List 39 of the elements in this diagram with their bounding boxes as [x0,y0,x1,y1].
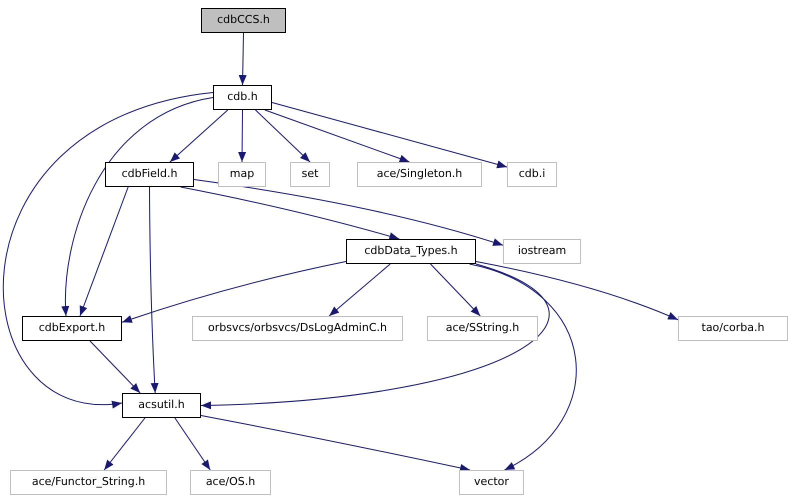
arrow [272,102,508,168]
arrow [430,264,481,316]
arrow [174,418,211,470]
arrow [328,264,391,316]
arrow [62,97,214,316]
arrow [254,110,310,162]
arrow [194,179,504,246]
file-box: cdbExport.h [22,316,122,341]
file-box: ace/SString.h [427,316,538,341]
file-box: ace/Functor_String.h [10,470,167,495]
arrow [200,415,471,472]
arrow [4,92,214,408]
arrow [169,110,228,162]
arrow [264,110,410,162]
file-box: cdbField.h [105,162,194,187]
file-box: set [290,162,330,187]
arrow [122,261,346,323]
file-box: map [218,162,266,187]
arrow [476,261,678,320]
arrow [180,186,400,240]
arrow [80,186,129,316]
file-box: iostream [503,239,581,264]
file-box: cdb.h [213,85,272,110]
file-box: orbsvcs/orbsvcs/DsLogAdminC.h [192,316,403,341]
file-box: cdbData_Types.h [346,239,476,264]
arrow [238,32,247,86]
arrow [469,264,576,470]
file-box: ace/OS.h [190,470,271,495]
file-box: cdb.i [507,162,557,187]
file-box: ace/Singleton.h [357,162,482,187]
arrow [238,110,246,162]
arrow [200,264,549,410]
arrow [104,418,146,470]
file-box: tao/corba.h [678,316,788,341]
file-box: acsutil.h [122,393,201,418]
file-box: cdbCCS.h [201,8,286,33]
arrow [90,340,141,394]
file-box: vector [459,470,524,495]
arrow [149,186,159,394]
